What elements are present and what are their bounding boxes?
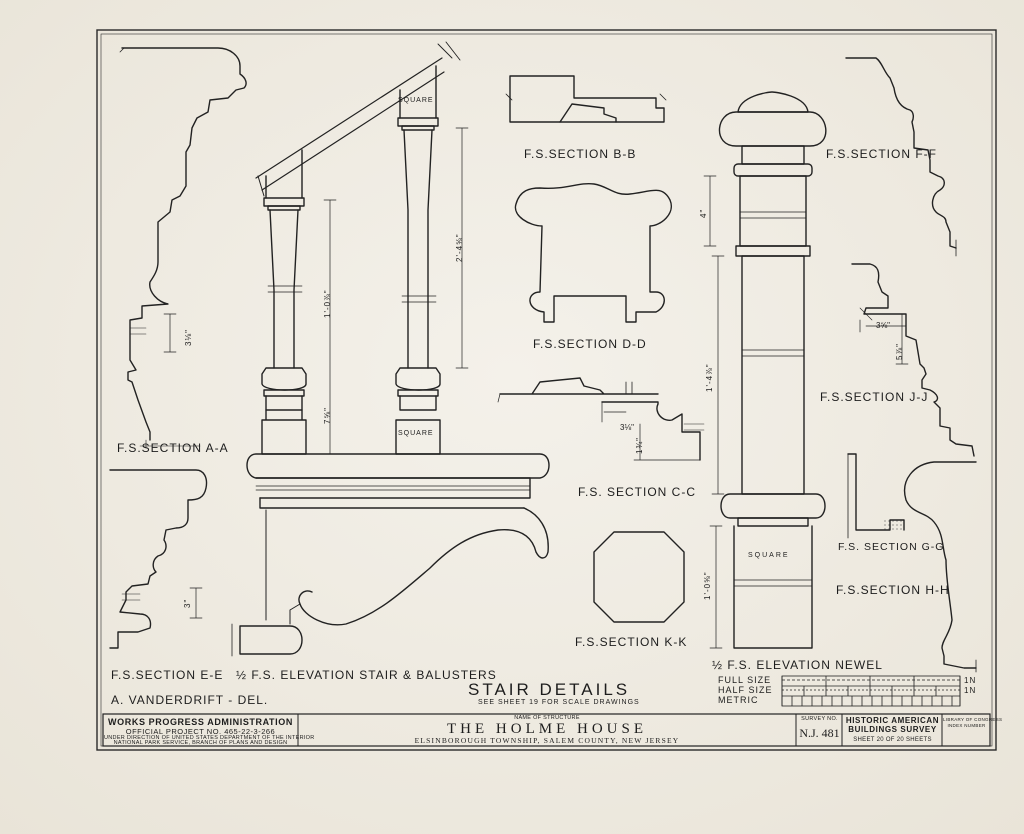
label-elevation-newel: ½ F.S. ELEVATION NEWEL bbox=[712, 658, 883, 672]
dim-aa: 3⅛" bbox=[184, 329, 193, 346]
label-elevation-stair: ½ F.S. ELEVATION STAIR & BALUSTERS bbox=[236, 668, 497, 682]
profile-section-ee bbox=[109, 469, 208, 649]
tb-project: OFFICIAL PROJECT NO. 465-22-3-266 bbox=[125, 727, 276, 736]
scale-metric-label: METRIC bbox=[718, 695, 759, 705]
tb-habs-1: HISTORIC AMERICAN bbox=[845, 716, 940, 725]
label-section-aa: F.S.SECTION A-A bbox=[117, 441, 229, 455]
scale-unit-full: 1N bbox=[964, 676, 977, 685]
profile-section-dd bbox=[514, 182, 672, 323]
label-section-kk: F.S.SECTION K-K bbox=[575, 635, 688, 649]
dim-ee: 3" bbox=[183, 598, 192, 608]
dim-jj-width: 3⅝" bbox=[876, 321, 890, 330]
label-section-hh: F.S.SECTION H-H bbox=[836, 583, 950, 597]
dim-newel-top: 4" bbox=[699, 208, 708, 218]
tb-habs-2: BUILDINGS SURVEY bbox=[848, 725, 937, 734]
scale-full-label: FULL SIZE bbox=[718, 675, 772, 685]
dim-baluster-2: 2'-4⅝" bbox=[455, 233, 464, 262]
tb-sheet: SHEET 20 OF 20 SHEETS bbox=[853, 737, 932, 743]
tb-branch: NATIONAL PARK SERVICE, BRANCH OF PLANS A… bbox=[113, 740, 288, 746]
profile-section-ff bbox=[845, 57, 957, 249]
dim-newel-base: 1'-0⅝" bbox=[703, 571, 712, 600]
tb-library-1: LIBRARY OF CONGRESS bbox=[943, 717, 1003, 722]
label-section-gg: F.S. SECTION G-G bbox=[838, 541, 945, 553]
label-section-ff: F.S.SECTION F-F bbox=[826, 147, 937, 161]
label-section-bb: F.S.SECTION B-B bbox=[524, 147, 637, 161]
tb-location: ELSINBOROUGH TOWNSHIP, SALEM COUNTY, NEW… bbox=[414, 736, 680, 745]
tb-survey-caption: SURVEY NO. bbox=[801, 716, 838, 722]
scale-half-label: HALF SIZE bbox=[718, 685, 773, 695]
dim-baluster-1: 1'-0⅞" bbox=[323, 289, 332, 318]
note-square-newel: SQUARE bbox=[748, 552, 790, 559]
label-section-dd: F.S.SECTION D-D bbox=[533, 337, 647, 351]
profile-section-cc bbox=[497, 377, 705, 461]
tb-direction: UNDER DIRECTION OF UNITED STATES DEPARTM… bbox=[104, 735, 315, 741]
outer-border bbox=[96, 29, 997, 751]
scale-unit-half: 1N bbox=[964, 686, 977, 695]
profile-section-kk bbox=[593, 531, 685, 623]
see-sheet-note: SEE SHEET 19 FOR SCALE DRAWINGS bbox=[478, 699, 640, 706]
drawing-title: STAIR DETAILS bbox=[468, 680, 631, 699]
newel-post bbox=[718, 91, 827, 649]
baluster-left bbox=[261, 149, 307, 455]
note-square-bottom: SQUARE bbox=[398, 430, 434, 437]
tb-name-caption: NAME OF STRUCTURE bbox=[514, 715, 580, 721]
profile-section-hh bbox=[903, 461, 977, 669]
label-section-ee: F.S.SECTION E-E bbox=[111, 668, 224, 682]
profile-section-bb bbox=[505, 75, 667, 123]
label-section-cc: F.S. SECTION C-C bbox=[578, 485, 697, 499]
delineator: A. VANDERDRIFT - DEL. bbox=[111, 693, 269, 707]
dim-baluster-base: 7⅝" bbox=[323, 407, 332, 424]
scale-bar bbox=[781, 675, 961, 707]
profile-section-aa bbox=[121, 47, 247, 441]
note-square-top: SQUARE bbox=[398, 97, 434, 104]
stair-bracket bbox=[298, 507, 549, 626]
profile-section-jj bbox=[851, 263, 975, 457]
dim-newel-shaft: 1'-4⅞" bbox=[705, 363, 714, 392]
title-block-frame bbox=[102, 713, 991, 747]
baluster-right bbox=[395, 65, 441, 455]
tb-library-2: INDEX NUMBER bbox=[947, 723, 986, 728]
tb-survey-no: N.J. 481 bbox=[799, 726, 840, 740]
stair-tread bbox=[246, 453, 550, 509]
stair-rail bbox=[255, 57, 445, 191]
hatch-gg bbox=[884, 520, 904, 530]
dim-cc-height: 1¾" bbox=[635, 437, 644, 454]
dim-cc-width: 3⅛" bbox=[620, 423, 634, 432]
label-section-jj: F.S.SECTION J-J bbox=[820, 390, 929, 404]
tb-agency: WORKS PROGRESS ADMINISTRATION bbox=[108, 717, 293, 727]
dim-jj-height: 5⅞" bbox=[895, 343, 904, 360]
tb-structure-name: THE HOLME HOUSE bbox=[447, 721, 647, 737]
